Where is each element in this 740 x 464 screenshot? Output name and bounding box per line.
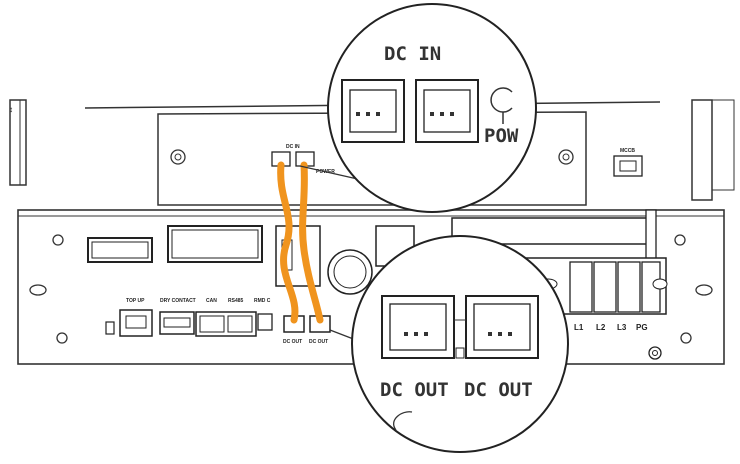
zoom-dc-in-connector-1 [341,79,405,143]
zoom-dc-in-title: DC IN [384,43,441,65]
mccb-label: MCCB [620,148,635,154]
mccb-connector [613,155,643,177]
dc-cables [277,161,324,324]
terminal-label-l1: L1 [574,323,584,332]
zoom-dc-out-connector-1 [381,295,455,359]
mount-hole [56,332,68,344]
terminal-label-l2: L2 [596,323,606,332]
mount-hole [680,332,692,344]
power-switch-icon [490,87,513,113]
mount-hole [52,234,64,246]
top-up-port [119,309,153,337]
board-dc-in-label: DC IN [286,144,300,150]
zoom-dc-out-left-label: DC OUT [380,379,449,401]
zoom-callout-bottom: DC OUT DC OUT [329,235,569,453]
terminal-label-pg: PG [636,323,648,332]
knob [327,249,373,295]
rmd-port [257,313,273,331]
screw-right-upper [558,149,574,165]
terminal-label-l3: L3 [617,323,627,332]
slot-hole [29,284,47,296]
right-bracket [691,99,735,201]
svg-text:↕: ↕ [9,105,13,114]
dry-contact-port [159,311,195,335]
dry-contact-label: DRY CONTACT [160,298,196,304]
display-window-2 [167,225,263,263]
slot-hole [695,284,713,296]
rmd-label: RMD C [254,298,271,304]
board-dc-out-right-label: DC OUT [309,339,328,345]
top-up-label: TOP UP [126,298,145,304]
board-dc-out-left-label: DC OUT [283,339,302,345]
zoom-dc-in-connector-2 [415,79,479,143]
zoom-power-label: POW [484,125,519,147]
zoom-dc-out-right-label: DC OUT [464,379,533,401]
zoom-dc-out-connector-2 [465,295,539,359]
small-switch [105,321,115,335]
rs485-label: RS485 [228,298,244,304]
mount-hole [674,234,686,246]
screw-left-upper [170,149,186,165]
can-label: CAN [206,298,217,304]
zoom-callout-top: DC IN POW [299,3,537,213]
left-bracket: ↕ [9,99,27,186]
